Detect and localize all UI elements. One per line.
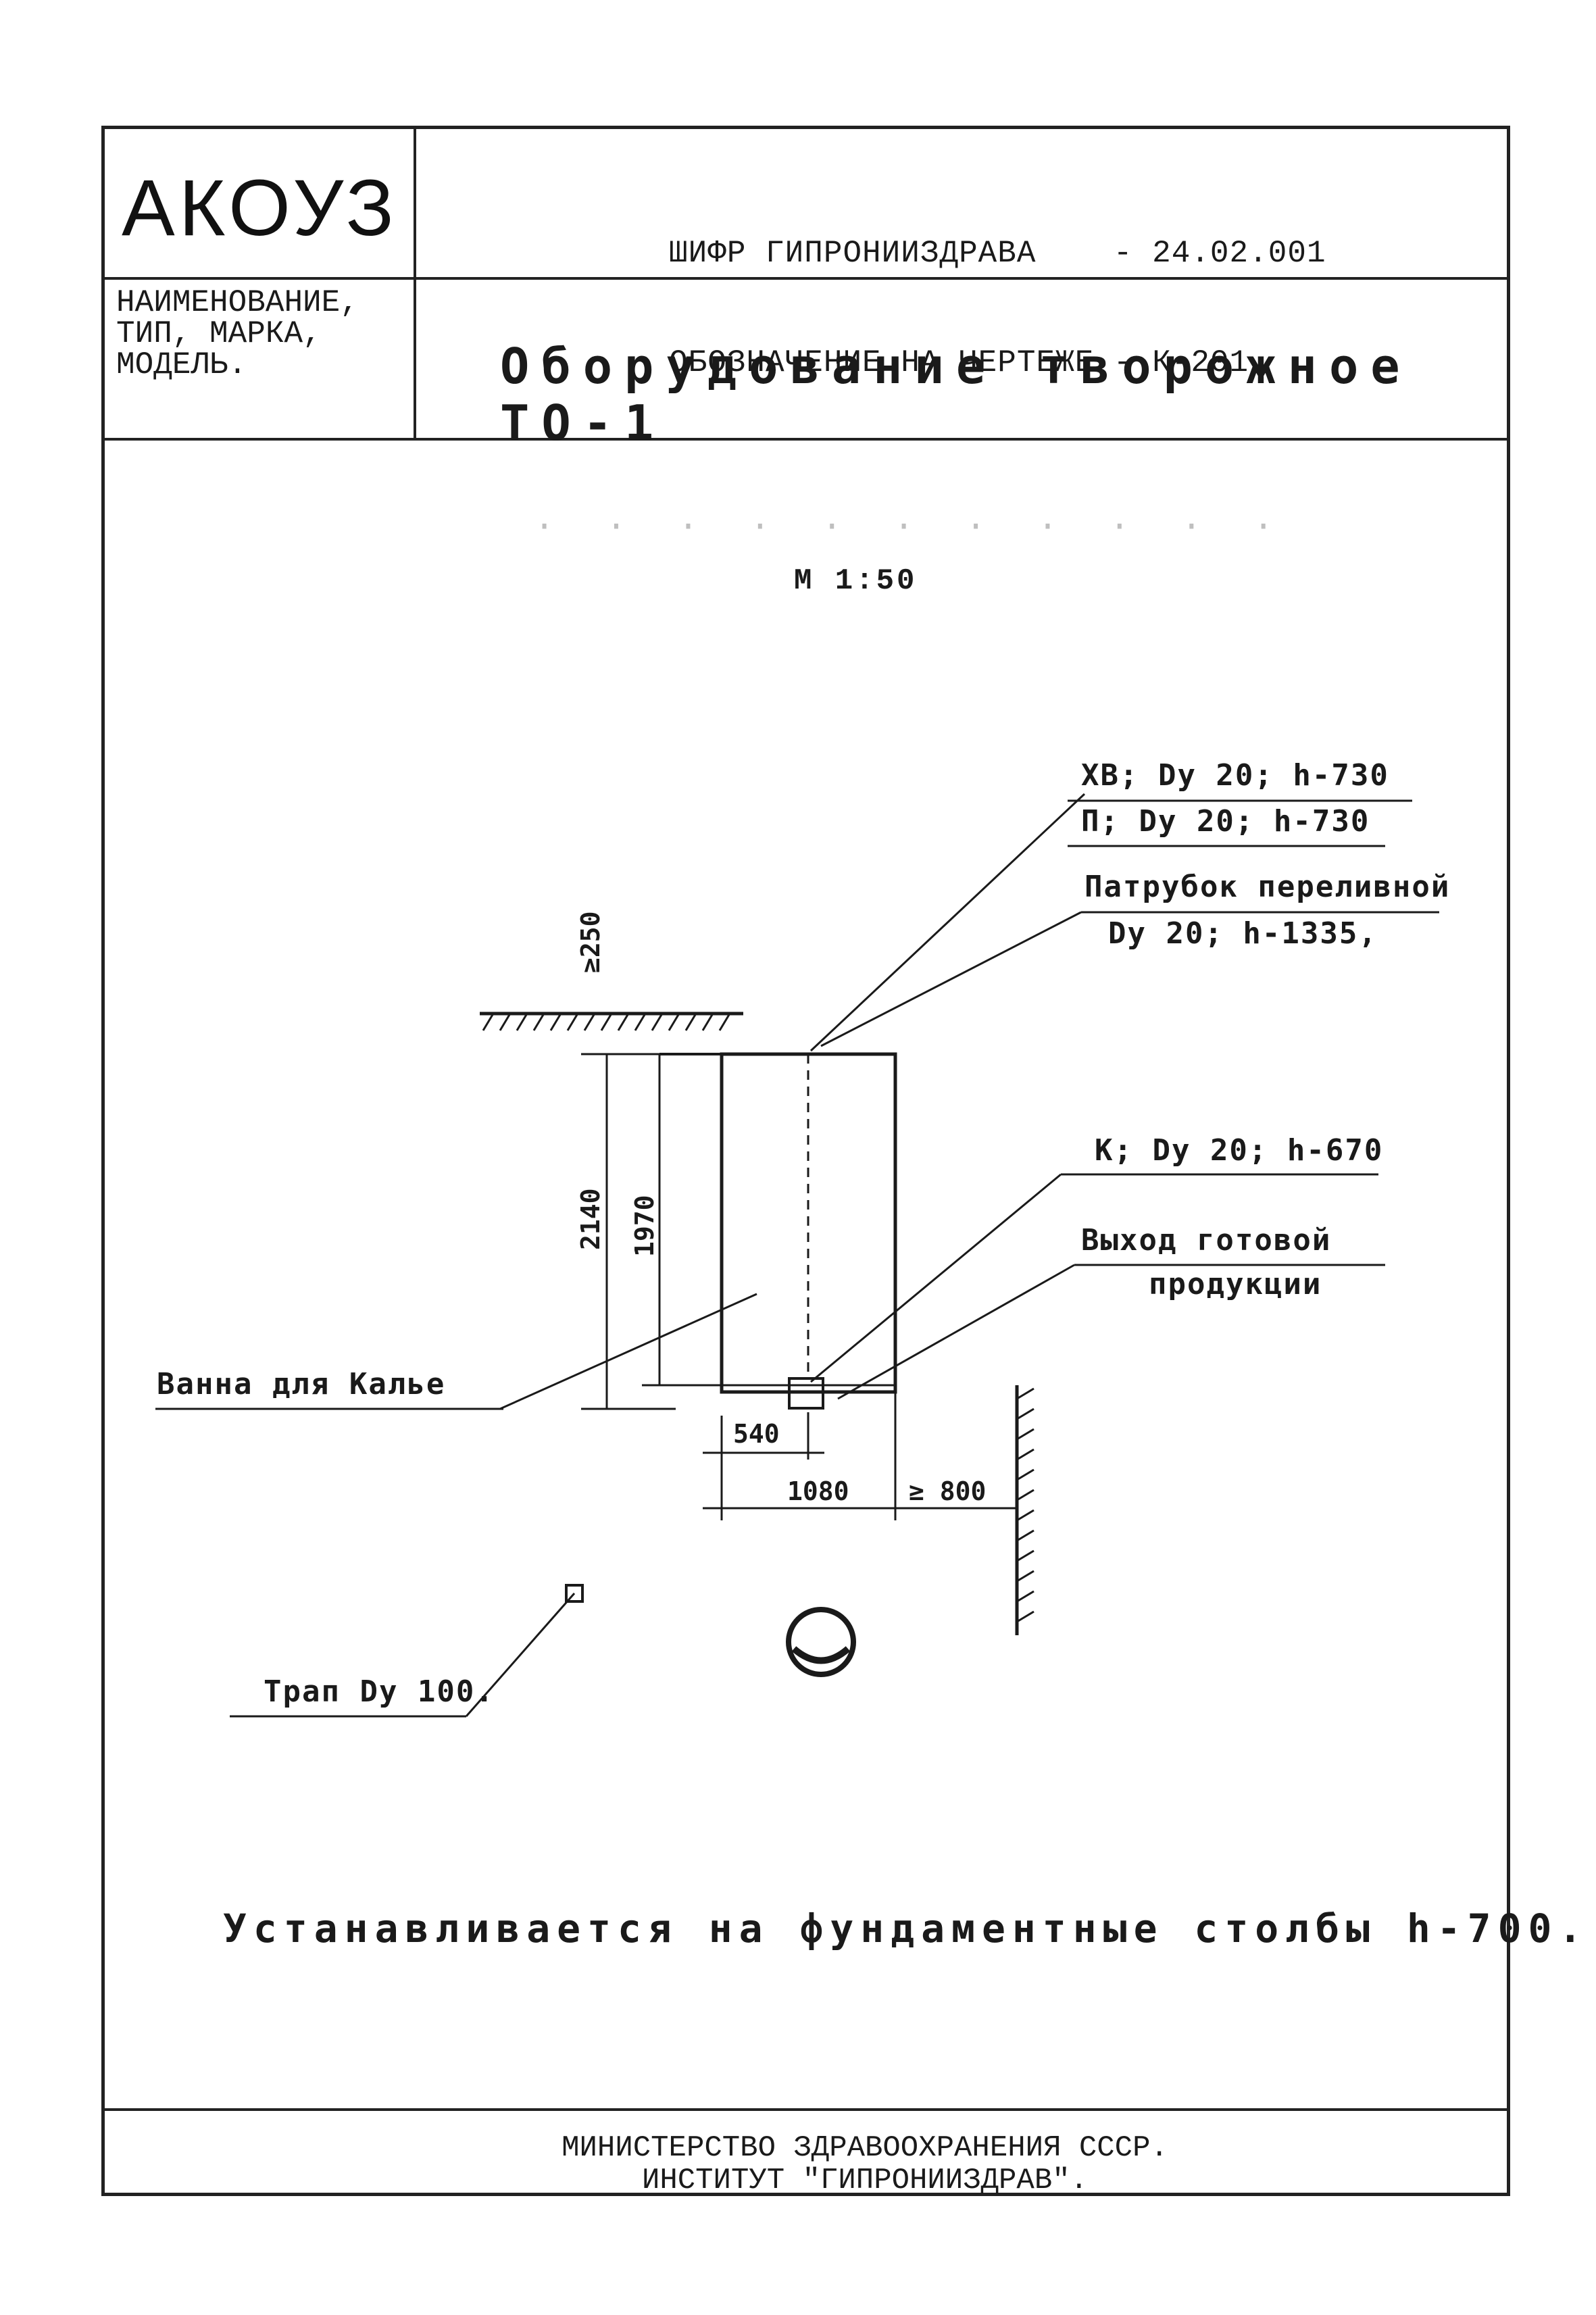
drawing-sheet-border <box>101 126 1510 2196</box>
title-block-divider-row1 <box>101 277 1510 280</box>
dimension-clearance-side: ≥ 800 <box>909 1476 987 1506</box>
callout-hot-water: П; Dy 20; h-730 <box>1081 804 1370 839</box>
dimension-clearance-top: ≥250 <box>576 911 605 973</box>
callout-overflow-pipe-line2: Dy 20; h-1335, <box>1108 916 1378 951</box>
title-block-divider-vertical <box>414 126 416 439</box>
document-code: АКОУЗ <box>122 164 398 253</box>
title-block-divider-row2 <box>101 438 1510 441</box>
callout-cold-water: ХВ; Dy 20; h-730 <box>1081 758 1389 793</box>
name-label: НАИМЕНОВАНИЕ, ТИП, МАРКА, МОДЕЛЬ. <box>116 285 359 382</box>
dimension-height-inner: 1970 <box>630 1195 659 1257</box>
faded-title-text: · · · · · · · · · · · <box>534 507 1289 547</box>
cipher-block: ШИФР ГИПРОНИИЗДРАВА - 24.02.001 ОБОЗНАЧЕ… <box>669 162 1326 418</box>
callout-sewer: К; Dy 20; h-670 <box>1095 1133 1384 1168</box>
callout-bath: Ванна для Калье <box>157 1367 446 1401</box>
dimension-width-small: 540 <box>733 1419 780 1449</box>
equipment-name: Оборудование творожное ТО-1 <box>500 338 1412 451</box>
dimension-height-total: 2140 <box>576 1188 605 1250</box>
dimension-width-total: 1080 <box>787 1476 849 1506</box>
callout-output-line1: Выход готовой <box>1081 1223 1332 1258</box>
callout-overflow-pipe-line1: Патрубок переливной <box>1084 870 1451 904</box>
callout-drain: Трап Dy 100. <box>264 1674 495 1709</box>
cipher-line-2: ОБОЗНАЧЕНИЕ НА ЧЕРТЕЖЕ - К-201 <box>669 345 1249 380</box>
footer-organization: МИНИСТЕРСТВО ЗДРАВООХРАНЕНИЯ СССР. ИНСТИ… <box>562 2131 1168 2197</box>
drawing-scale: М 1:50 <box>794 564 918 598</box>
installation-note: Устанавливается на фундаментные столбы h… <box>223 1906 1589 1951</box>
cipher-line-1: ШИФР ГИПРОНИИЗДРАВА - 24.02.001 <box>669 236 1326 271</box>
footer-divider <box>101 2108 1510 2111</box>
callout-output-line2: продукции <box>1149 1267 1322 1301</box>
